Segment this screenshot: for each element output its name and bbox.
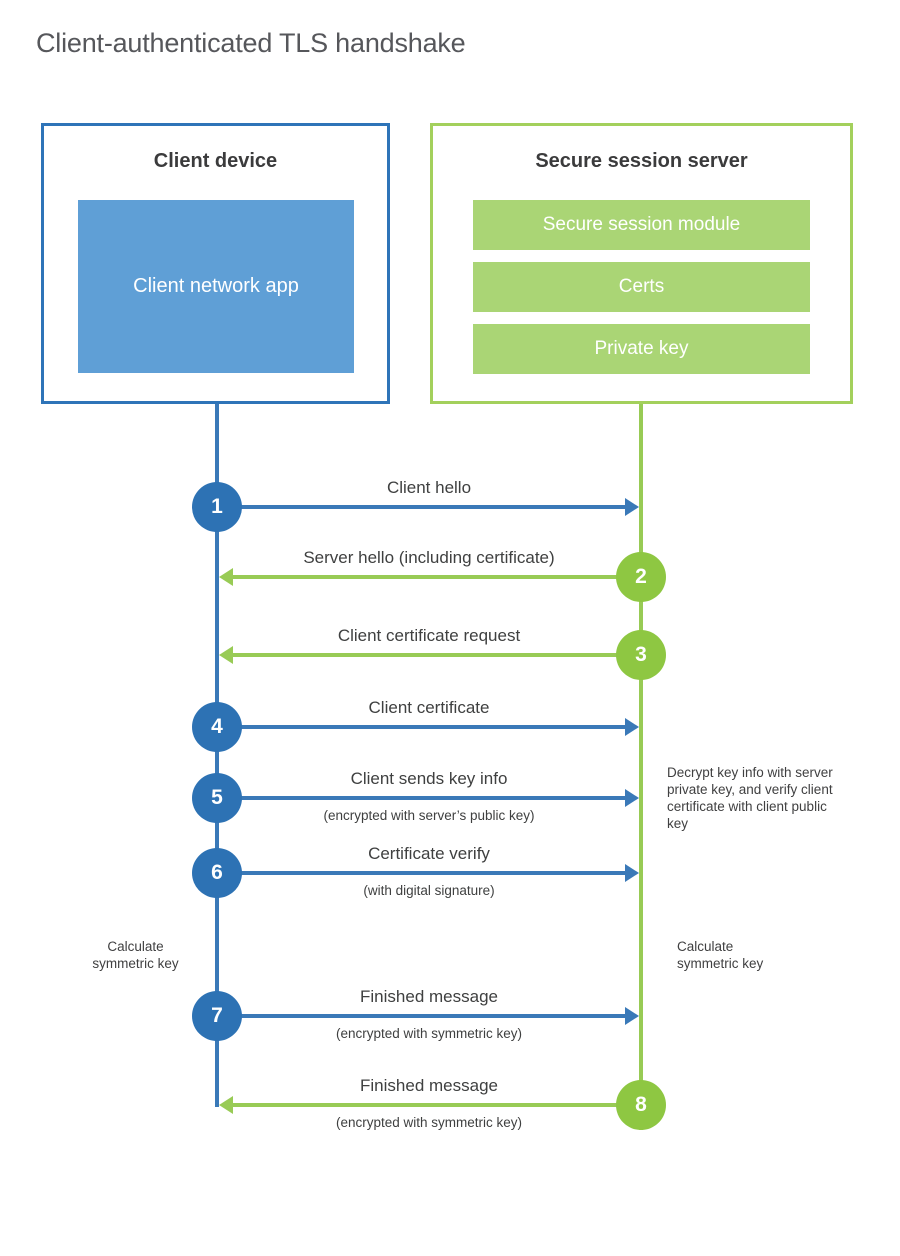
step-circle: 6 (192, 848, 242, 898)
arrow-head-icon (625, 864, 639, 882)
arrow-line (230, 871, 625, 875)
secure-session-server-title: Secure session server (535, 150, 748, 172)
step-circle: 2 (616, 552, 666, 602)
message-sublabel: (encrypted with symmetric key) (335, 1115, 523, 1130)
step-number: 5 (211, 786, 223, 809)
step-number: 7 (211, 1004, 223, 1027)
step-circle: 1 (192, 482, 242, 532)
calculate-symmetric-key-client-note: Calculate symmetric key (92, 939, 179, 971)
arrow-line (230, 725, 625, 729)
message-sublabel: (encrypted with symmetric key) (335, 1026, 523, 1041)
step-circle: 8 (616, 1080, 666, 1130)
message-sublabel: (with digital signature) (363, 883, 495, 898)
step-number: 1 (211, 495, 223, 518)
step-circle: 5 (192, 773, 242, 823)
server-lifeline (639, 403, 643, 1130)
step-number: 3 (635, 643, 647, 666)
step-number: 6 (211, 861, 223, 884)
server-module-private-key: Private key (473, 324, 810, 374)
message-label: Client sends key info (350, 769, 508, 788)
client-network-app-box: Client network app (78, 200, 354, 373)
step-circle: 4 (192, 702, 242, 752)
message-label: Client certificate (368, 698, 490, 717)
message-label: Client hello (386, 478, 472, 497)
arrow-head-icon (219, 1096, 233, 1114)
decrypt-key-note: Decrypt key info with server private key… (667, 765, 833, 831)
step-number: 8 (635, 1093, 647, 1116)
step-circle: 7 (192, 991, 242, 1041)
arrow-head-icon (625, 1007, 639, 1025)
arrow-head-icon (625, 718, 639, 736)
step-circle: 3 (616, 630, 666, 680)
message-sublabel: (encrypted with server’s public key) (323, 808, 535, 823)
client-device-title: Client device (153, 150, 278, 172)
client-network-app-label: Client network app (133, 275, 299, 297)
client-lifeline (215, 403, 219, 1107)
message-label: Certificate verify (368, 844, 490, 863)
page-title: Client-authenticated TLS handshake (36, 28, 466, 58)
arrow-line (230, 1014, 625, 1018)
arrow-head-icon (625, 789, 639, 807)
arrow-head-icon (625, 498, 639, 516)
arrow-head-icon (219, 646, 233, 664)
arrow-line (233, 575, 628, 579)
step-number: 2 (635, 565, 647, 588)
server-module-secure-session-module: Secure session module (473, 200, 810, 250)
message-label: Server hello (including certificate) (303, 548, 555, 567)
arrow-line (230, 796, 625, 800)
arrow-line (233, 653, 628, 657)
step-number: 4 (211, 715, 223, 738)
arrow-line (230, 505, 625, 509)
message-label: Client certificate request (337, 626, 521, 645)
message-label: Finished message (360, 1076, 498, 1095)
arrow-head-icon (219, 568, 233, 586)
arrow-line (233, 1103, 628, 1107)
calculate-symmetric-key-server-note: Calculate symmetric key (677, 939, 764, 971)
server-module-certs: Certs (473, 262, 810, 312)
message-label: Finished message (360, 987, 498, 1006)
